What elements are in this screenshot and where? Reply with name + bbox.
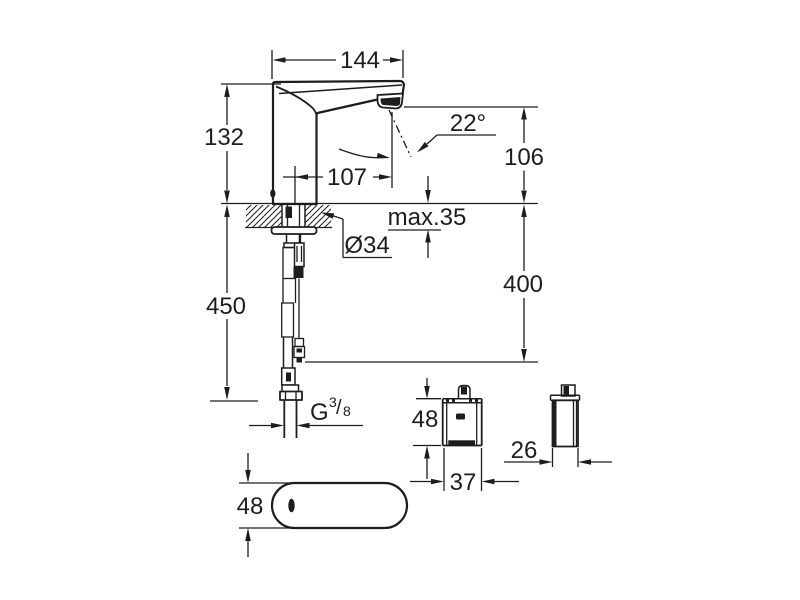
dim-hose-length: 400 [305,204,543,363]
dim-control-box-width: 37 [410,448,519,496]
label-thread-g: G [310,399,329,426]
bottom-tab [448,440,475,446]
dim-body-height: 132 [204,83,281,204]
grohe-logo-mark [456,413,465,420]
dim-outlet-height: 106 [404,106,544,203]
base-detail-dot [270,189,276,198]
label-control-box-depth: 26 [511,437,538,464]
dim-control-box-height: 48 [412,378,441,479]
control-box-front-view [441,384,483,447]
dim-stream-angle: 22° [338,110,496,159]
label-stream-angle: 22° [450,110,486,137]
label-deck-thickness: max.35 [388,204,467,231]
dim-spout-width: 144 [271,47,404,79]
mounting-shank [270,204,318,249]
dim-deck-thickness: max.35 [388,176,467,258]
dim-hole-diameter: Ø34 [321,212,392,259]
countertop-section [221,202,538,229]
label-spout-width: 144 [340,47,380,74]
hex-nut [279,390,303,401]
dim-below-deck-total: 450 [206,204,258,402]
shoulder-line [275,85,318,116]
label-control-box-width: 37 [450,469,477,496]
label-spout-reach: 107 [327,164,367,191]
label-below-deck-total: 450 [206,293,246,320]
dim-control-box-depth: 26 [504,437,612,467]
supply-hose [279,246,303,438]
flow-direction-arrow [338,148,378,159]
sensor-cable [293,234,306,363]
aerator-dark-band [380,97,401,106]
sensor-window [288,498,295,513]
faucet-side-view [270,79,412,206]
spout-wedge-line [278,84,403,95]
label-control-box-height: 48 [412,406,439,433]
dim-spout-reach: 107 [283,112,393,203]
dim-body-depth: 48 [237,453,296,557]
label-thread-numerator: 3 [329,394,337,410]
label-hose-length: 400 [503,271,543,298]
label-thread-denominator: 8 [343,403,351,419]
mounting-clip [457,384,471,399]
supply-pipe [283,400,298,438]
label-thread-slash: / [336,397,342,419]
control-box-side-view [549,384,581,448]
dim-thread: G 3 / 8 [249,394,363,429]
faucet-top-view [270,481,409,530]
label-body-depth: 48 [237,493,264,520]
label-hole-diameter: Ø34 [344,232,389,259]
plug-tip [296,357,302,363]
label-outlet-height: 106 [504,144,544,171]
body-outline-top [270,481,409,530]
flange [270,226,318,235]
label-body-height: 132 [204,124,244,151]
